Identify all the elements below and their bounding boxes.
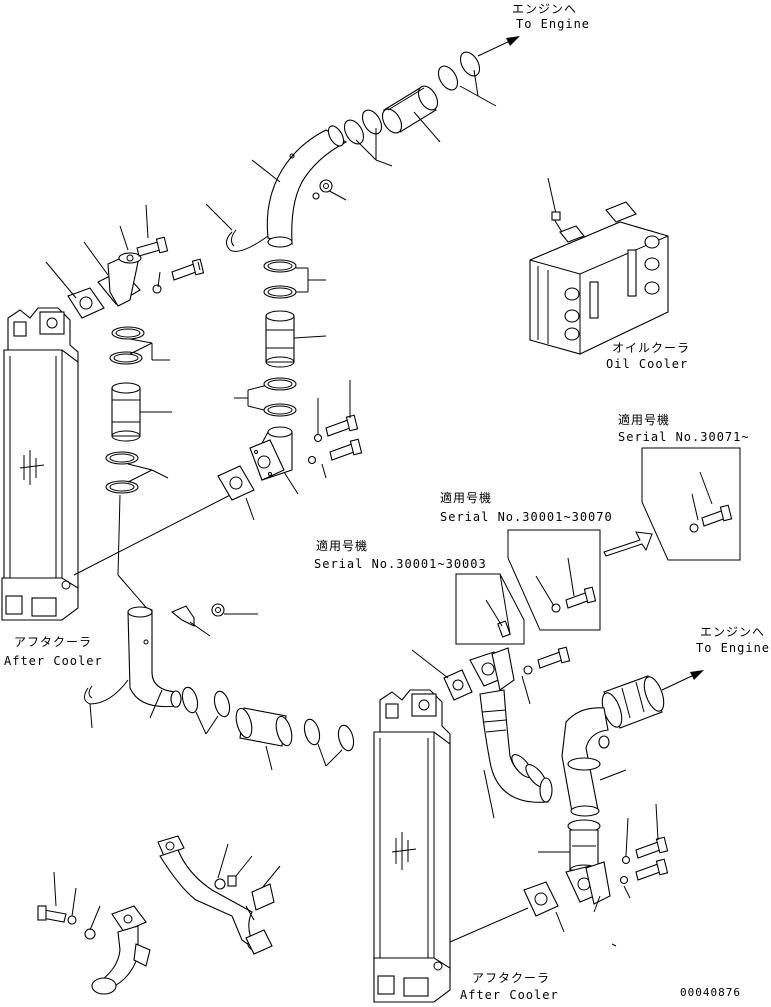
right-top-hose — [601, 670, 704, 729]
left-cooler-to-gasket-leader — [73, 489, 241, 576]
center-nut — [312, 179, 333, 200]
right-bolt-top — [521, 646, 571, 705]
left-after-cooler-label-en: After Cooler — [4, 654, 103, 668]
right-cooler-gasket — [411, 649, 473, 701]
center-top-clamps — [343, 36, 520, 145]
oil-cooler-label-jp: オイルクーラ — [612, 341, 690, 355]
left-lower-leaders — [149, 689, 343, 771]
serial-right-label-en: Serial No.30071~ — [618, 430, 750, 444]
left-top-elbow — [97, 252, 142, 307]
oil-cooler-label-en: Oil Cooler — [606, 357, 688, 371]
left-stack-leader-2 — [117, 574, 151, 613]
center-elbow — [249, 426, 293, 481]
serial-box-right — [641, 447, 741, 561]
center-top-tube — [266, 125, 348, 248]
right-engine-label-en: To Engine — [696, 641, 770, 655]
left-top-gasket — [67, 287, 105, 319]
left-lower-tube — [127, 606, 182, 708]
center-sensor-upper — [205, 203, 269, 252]
center-bolts — [307, 414, 363, 465]
center-middle-leaders — [234, 267, 327, 411]
right-after-cooler — [373, 689, 451, 1003]
serial-left-label-en: Serial No.30001~30003 — [314, 557, 487, 571]
left-lower-bracket — [170, 603, 258, 637]
top-engine-label-en: To Engine — [516, 17, 590, 31]
right-elbow-flange — [469, 647, 515, 691]
bottom-fittings — [214, 843, 281, 921]
left-after-cooler-label-jp: アフタクーラ — [14, 635, 92, 649]
left-lower-clamps — [181, 686, 355, 752]
center-middle-hose — [263, 259, 297, 417]
serial-left-label-jp: 適用号機 — [316, 538, 368, 553]
right-elbow-tube — [561, 707, 627, 817]
serial-box-mid — [507, 529, 601, 631]
right-after-cooler-label-jp: アフタクーラ — [472, 971, 550, 985]
center-top-leaders — [251, 69, 497, 201]
right-after-cooler-label-en: After Cooler — [460, 988, 559, 1002]
bottom-elbow-b — [91, 905, 151, 995]
left-hose-stack — [105, 326, 145, 494]
bottom-elbow-a — [157, 835, 273, 955]
drawing-number: 00040876 — [680, 986, 741, 999]
left-leaders — [45, 204, 201, 483]
left-stack-leader — [117, 494, 121, 576]
serial-mid-label-en: Serial No.30001~30070 — [440, 510, 613, 524]
left-top-bolts — [126, 236, 205, 294]
oil-cooler — [529, 177, 669, 355]
right-lower-bolts — [593, 803, 669, 913]
left-lower-sensor — [84, 679, 129, 729]
right-lower-hose — [538, 819, 611, 905]
left-after-cooler — [1, 307, 79, 621]
right-lower-gasket — [449, 881, 617, 947]
center-bolt-leaders — [245, 380, 351, 521]
right-engine-label-jp: エンジンへ — [700, 625, 765, 639]
serial-mid-label-jp: 適用号機 — [440, 490, 492, 505]
bottom-bolt — [37, 871, 101, 940]
right-curved-hose — [479, 689, 553, 819]
serial-arrow — [603, 531, 653, 557]
serial-box-left — [455, 573, 525, 645]
center-gasket — [217, 465, 255, 501]
top-engine-label-jp: エンジンへ — [512, 2, 577, 16]
serial-right-label-jp: 適用号機 — [618, 412, 670, 427]
